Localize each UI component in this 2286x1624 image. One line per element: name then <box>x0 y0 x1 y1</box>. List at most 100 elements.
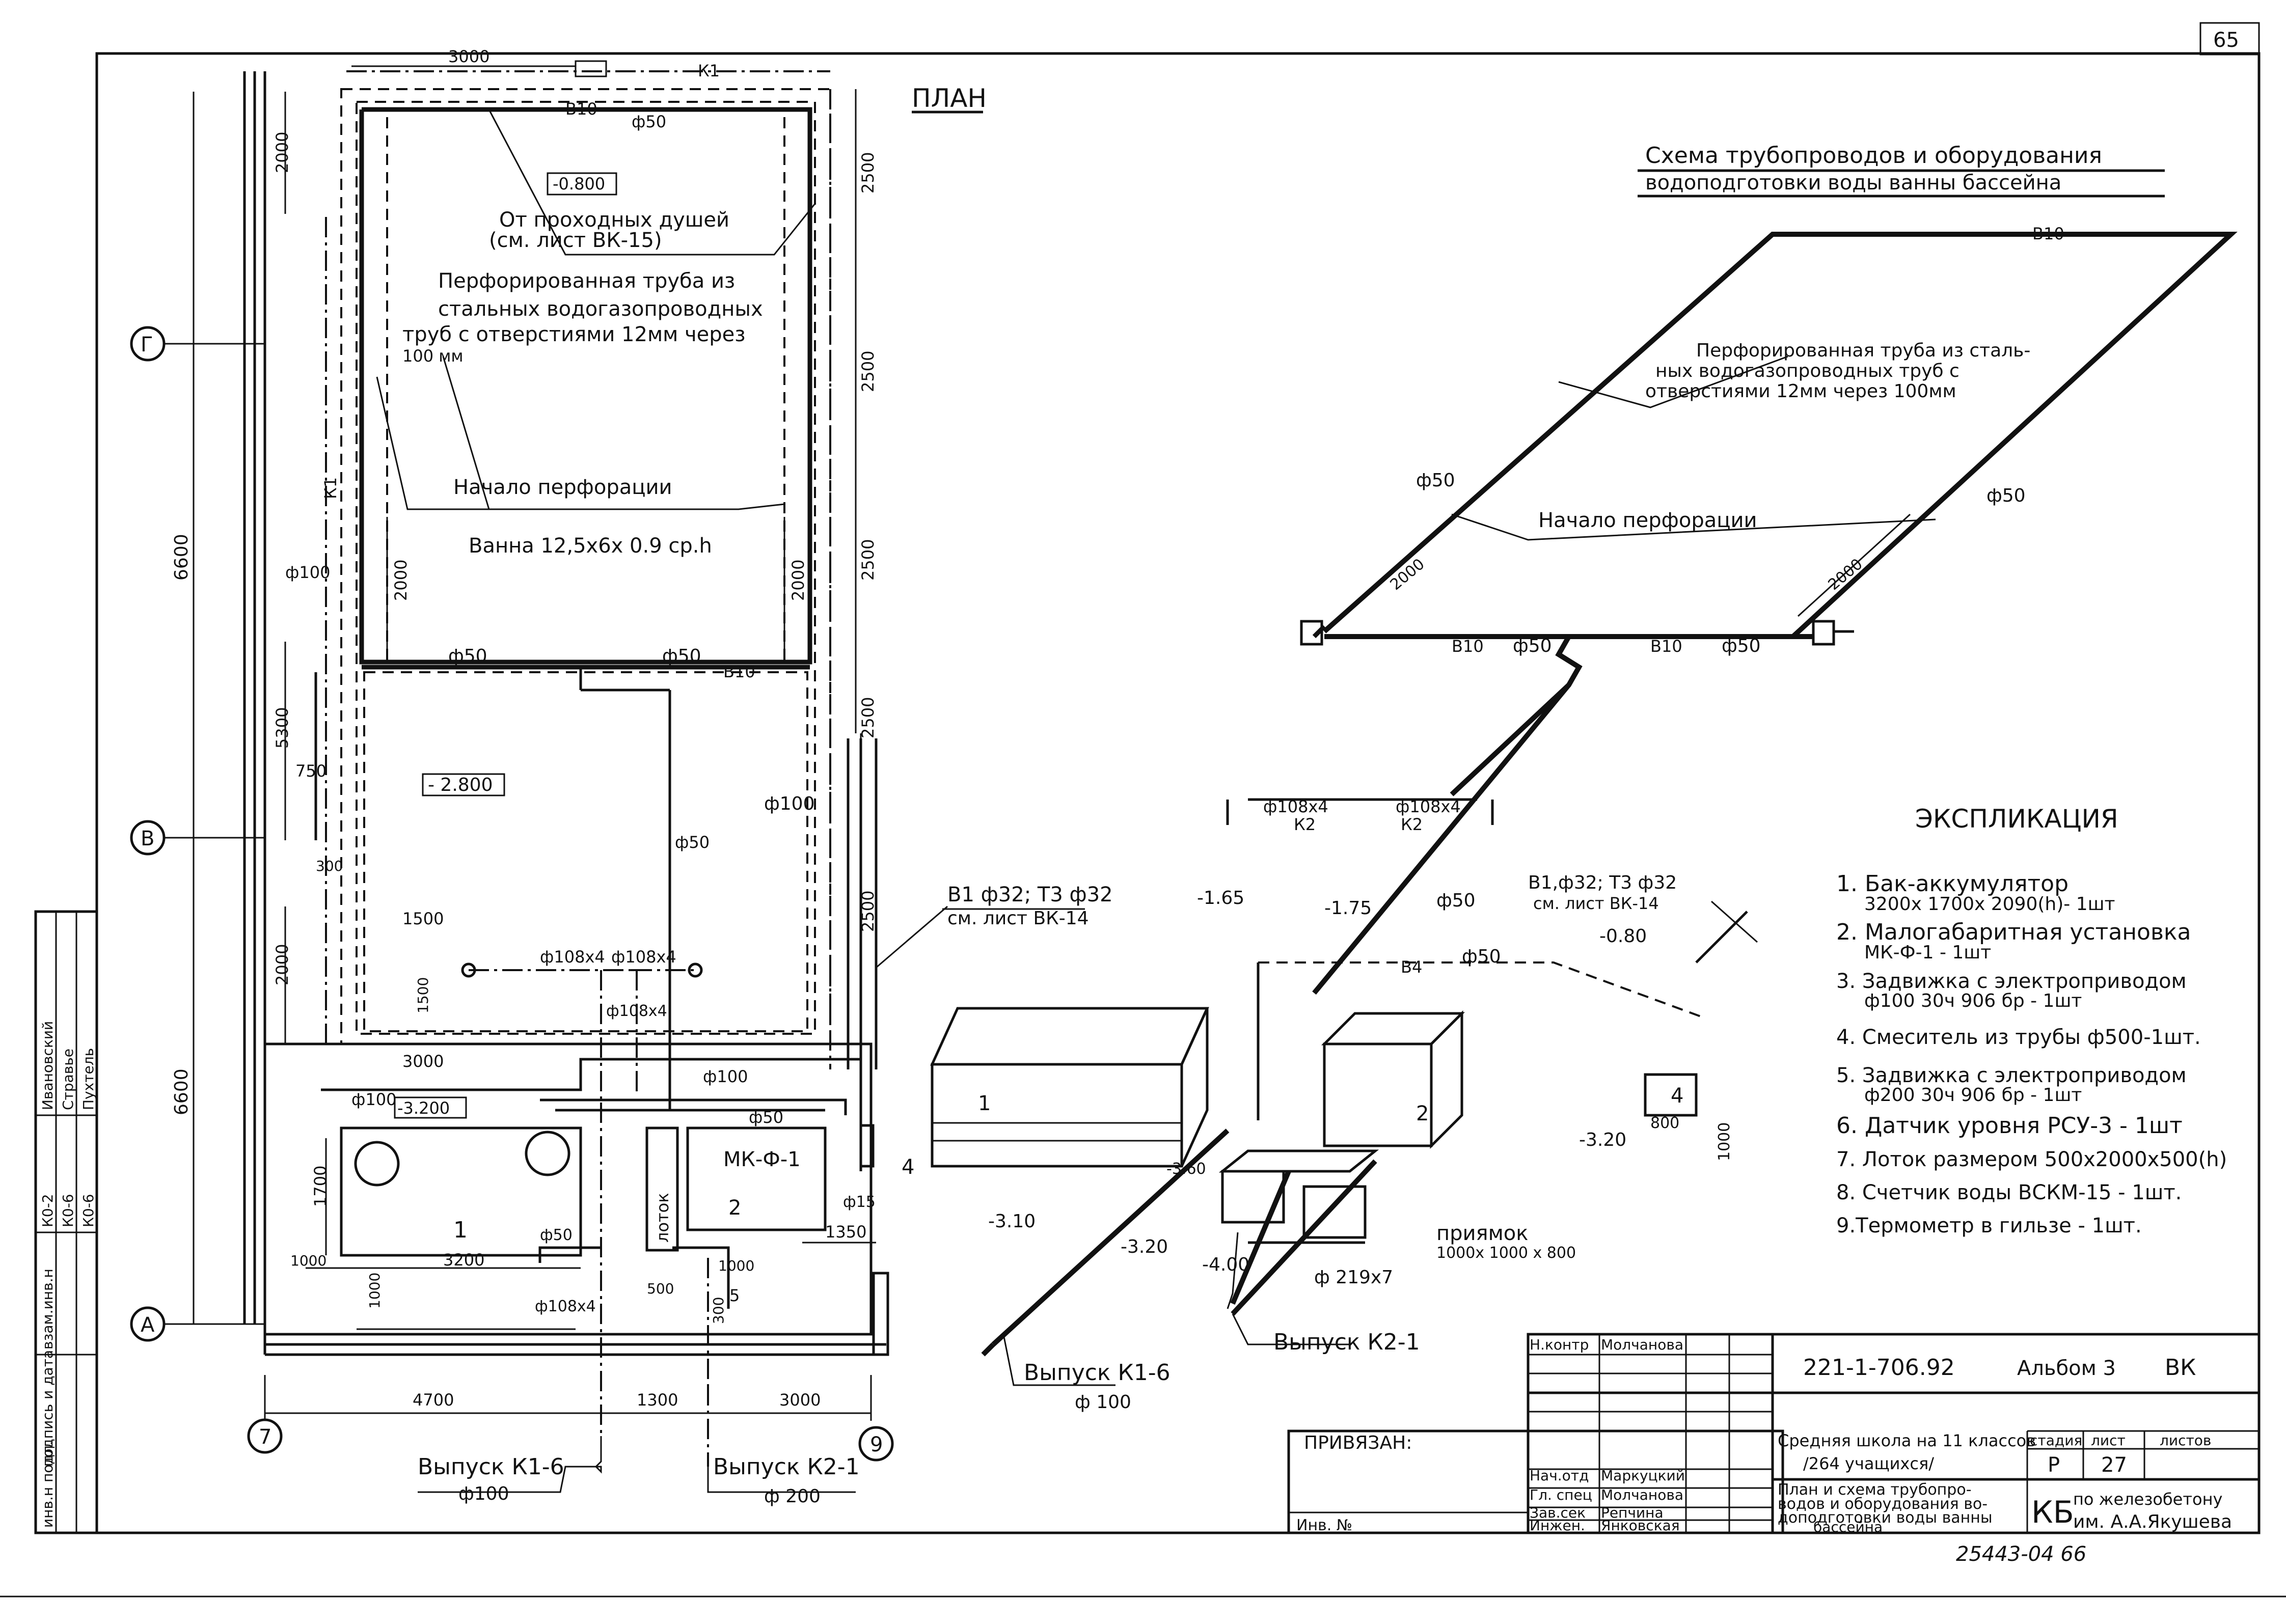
item-4: 4 <box>902 1155 914 1179</box>
scheme-b1-note: В1,ф32; Т3 ф32 <box>1528 872 1677 893</box>
scheme-drawing <box>930 232 2238 1386</box>
tb-role-4: Зав.сек <box>1530 1504 1586 1521</box>
scheme-outlet-k1: Выпуск К1-6 <box>1024 1360 1171 1386</box>
pool-outline-inner <box>356 101 816 1035</box>
stamp-code-3: К0-6 <box>80 1194 97 1227</box>
axis-markers <box>130 326 894 1462</box>
perf-4: 100 мм <box>402 346 464 366</box>
scheme-title-1: Схема трубопроводов и оборудования <box>1645 143 2102 169</box>
scheme-lv-310: -3.10 <box>988 1211 1036 1232</box>
axis-7-label: 7 <box>259 1425 271 1449</box>
b1-note2: см. лист ВК-14 <box>947 908 1089 929</box>
dim-1000-c: 1000 <box>718 1257 754 1274</box>
perf-2: стальных водогазопроводных <box>438 297 763 321</box>
scheme-f219: ф 219x7 <box>1314 1267 1393 1288</box>
dim-6600-a: 6600 <box>171 534 192 581</box>
scheme-b4: В4 <box>1401 957 1422 977</box>
expl-9: 9.Термометр в гильзе - 1шт. <box>1836 1214 2142 1237</box>
tb-stage-h: стадия <box>2030 1432 2082 1449</box>
tag-f100-b: ф100 <box>703 1067 748 1086</box>
expl-3: 3. Задвижка с электроприводом <box>1836 970 2187 993</box>
scheme-lv-320b: -3.20 <box>1579 1130 1626 1150</box>
tb-name-1: Молчанова <box>1601 1336 1683 1353</box>
tb-name-4: Репчина <box>1601 1504 1664 1521</box>
scheme-item4: 4 <box>1671 1084 1683 1108</box>
tag-k1-top: К1 <box>698 61 720 80</box>
scheme-lv-175: -1.75 <box>1324 898 1372 919</box>
scheme-d1000: 1000 <box>1716 1122 1733 1161</box>
tb-object-2: /264 учащихся/ <box>1803 1454 1934 1473</box>
dim-500: 500 <box>647 1280 674 1297</box>
expl-6: 6. Датчик уровня РСУ-3 - 1шт <box>1836 1113 2183 1139</box>
dim-3000-low: 3000 <box>402 1052 444 1071</box>
plan-outlet-k2-d: ф 200 <box>764 1486 821 1507</box>
expl-7: 7. Лоток размером 500x2000x500(h) <box>1836 1148 2227 1171</box>
scheme-f50-b: ф50 <box>1986 485 2026 506</box>
axis-a-label: А <box>141 1313 155 1337</box>
technical-room <box>263 1042 873 1336</box>
tb-drawing-1: План и схема трубопро- <box>1778 1481 1972 1499</box>
perf-3: труб с отверстиями 12мм через <box>402 323 746 346</box>
tag-b10-r: В10 <box>723 662 755 681</box>
plan-title: ПЛАН <box>912 84 987 113</box>
scheme-title-2: водоподготовки воды ванны бассейна <box>1645 171 2061 195</box>
scheme-mixer <box>1644 1073 1698 1117</box>
scheme-pit-2: 1000x 1000 x 800 <box>1436 1244 1576 1262</box>
bottom-code: 25443-04 66 <box>1956 1543 2086 1566</box>
stamp-code-2: К0-6 <box>60 1194 76 1227</box>
tb-drawing-2: водов и оборудования во- <box>1778 1495 1988 1513</box>
scheme-b10-b: В10 <box>1452 637 1484 656</box>
dim-300: 300 <box>316 858 343 874</box>
item-5: 5 <box>729 1286 740 1305</box>
expl-2: 2. Малогабаритная установка <box>1836 919 2191 945</box>
scheme-f50-d: ф50 <box>1722 636 1761 656</box>
scheme-perf-start: Начало перфорации <box>1538 509 1757 532</box>
dim-1700: 1700 <box>311 1166 330 1207</box>
stamp-label-2: подпись и дата <box>39 1350 56 1467</box>
dim-2500-a: 2500 <box>858 152 878 194</box>
dim-6600-b: 6600 <box>171 1068 192 1115</box>
axis-7 <box>247 1418 283 1454</box>
plan-outlet-k1: Выпуск К1-6 <box>418 1454 564 1480</box>
deep-part <box>363 671 808 1032</box>
scheme-tank-no: 1 <box>978 1092 991 1115</box>
stamp-row-3: Пухтель <box>80 1048 97 1110</box>
mk-no: 2 <box>728 1196 741 1220</box>
tb-inv: Инв. № <box>1296 1517 1352 1534</box>
tb-name-3: Молчанова <box>1601 1487 1683 1503</box>
tb-privyazan: ПРИВЯЗАН: <box>1304 1433 1412 1453</box>
scheme-b1-note2: см. лист ВК-14 <box>1533 894 1659 913</box>
tag-f100-r: ф100 <box>764 793 815 814</box>
tray-label: лоток <box>653 1193 672 1243</box>
plan-outlet-k2: Выпуск К2-1 <box>713 1454 860 1480</box>
scheme-f50-f: ф50 <box>1462 946 1501 967</box>
stamp-row-1: Ивановский <box>39 1021 56 1110</box>
scheme-k2-b: К2 <box>1401 815 1423 834</box>
perf-start: Начало перфорации <box>453 476 672 499</box>
tb-drawing-4: бассейна <box>1813 1519 1883 1535</box>
expl-8: 8. Счетчик воды ВСКМ-15 - 1шт. <box>1836 1181 2182 1204</box>
tb-stage: Р <box>2048 1453 2060 1477</box>
scheme-pit-1: приямок <box>1436 1222 1528 1245</box>
tb-role-3: Гл. спец <box>1530 1487 1592 1503</box>
tag-f50-room: ф50 <box>749 1108 783 1127</box>
tb-mark: ВК <box>2165 1355 2196 1381</box>
axis-a <box>130 1306 166 1342</box>
tb-doc-code: 221-1-706.92 <box>1803 1355 1955 1381</box>
scheme-mk-no: 2 <box>1416 1102 1429 1125</box>
stamp-label-1: инв.н подл. <box>39 1441 56 1528</box>
tb-role-2: Нач.отд <box>1530 1467 1589 1484</box>
tb-sheet-h: лист <box>2091 1432 2126 1449</box>
tb-object-1: Средняя школа на 11 классов <box>1778 1431 2036 1450</box>
scheme-tank-1 <box>931 1063 1183 1168</box>
dim-5300: 5300 <box>273 707 292 749</box>
scheme-f50-e: ф50 <box>1436 890 1476 911</box>
plan-outlet-k1-d: ф100 <box>458 1483 509 1504</box>
mk-f-1 <box>686 1126 827 1231</box>
dim-3000-bot: 3000 <box>779 1390 821 1410</box>
tag-f50-top: ф50 <box>632 112 666 131</box>
dim-1350: 1350 <box>825 1222 866 1242</box>
expl-3b: ф100 30ч 906 бр - 1шт <box>1864 990 2082 1011</box>
dim-1300: 1300 <box>637 1390 678 1410</box>
